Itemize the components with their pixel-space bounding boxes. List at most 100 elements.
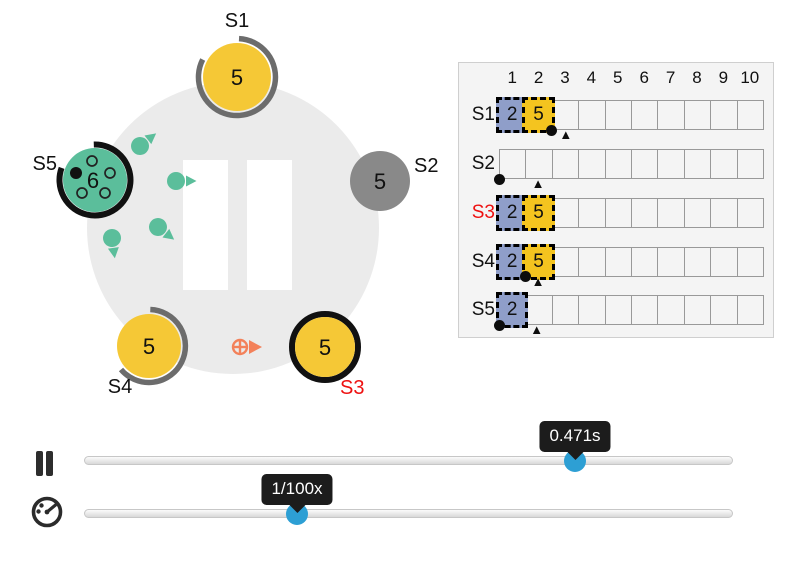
station-s5-value: 6 [87, 168, 99, 193]
grid-slot-cell [631, 295, 659, 325]
queued-dot-outline [76, 187, 88, 199]
queued-dot-outline [99, 187, 111, 199]
station-s1-timer-arc [195, 35, 279, 119]
grid-slot-cell [710, 149, 738, 179]
grid-slot-cell [631, 246, 659, 277]
grid-slot-cell [736, 149, 764, 179]
station-s2-label: S2 [414, 155, 438, 177]
grid-slot-cell [604, 198, 632, 228]
grid-token-dot [493, 319, 505, 331]
token-direction-icon [231, 338, 262, 356]
station-s1-label: S1 [225, 10, 249, 32]
grid-token-dot [493, 173, 505, 185]
grid-column-header: 2 [533, 68, 544, 87]
grid-row-label-s1: S1 [471, 104, 495, 125]
grid-slot-cell [683, 149, 712, 179]
pause-button[interactable] [36, 451, 58, 476]
pause-icon [36, 451, 43, 476]
grid-slot-cell [657, 246, 685, 277]
station-s1-body [203, 43, 271, 111]
grid-slot-cell [736, 295, 764, 325]
token-arrow [249, 340, 262, 354]
moving-particle [131, 133, 157, 155]
token-particles [103, 133, 197, 259]
grid-slot-cell [710, 246, 738, 277]
center-slot-right [247, 160, 292, 290]
station-s5-timer-ring [56, 141, 134, 219]
grid-slot-cell [710, 100, 738, 130]
moving-particle [103, 229, 121, 259]
grid-slot-cell [604, 100, 632, 130]
grid-slot-cell [631, 198, 659, 228]
grid-column-header: 3 [560, 68, 570, 87]
station-s3: 5 S3 [289, 311, 364, 399]
grid-slot-cell [683, 295, 712, 325]
grid-slot-cell [578, 198, 606, 228]
grid-column-header: 6 [639, 68, 649, 87]
grid-slot-cell [525, 295, 553, 325]
grid-column-header: 10 [740, 68, 760, 87]
grid-slot-cell [631, 149, 659, 179]
grid-slot-cell [657, 198, 685, 228]
grid-column-header: 1 [507, 68, 517, 87]
ring-background [87, 82, 379, 374]
grid-position-arrow-icon: ▲ [531, 176, 545, 191]
moving-particle [167, 172, 197, 190]
station-s4-value: 5 [143, 334, 155, 359]
time-slider-track[interactable] [84, 456, 733, 465]
particle-arrow-icon [144, 133, 157, 145]
speed-tooltip: 1/100x [261, 474, 333, 513]
grid-row-label-s5: S5 [471, 299, 495, 320]
grid-token-dot [519, 271, 531, 282]
grid-column-header: 8 [692, 68, 702, 87]
grid-slot-cell [657, 295, 685, 325]
grid-filled-cell: 2 [496, 292, 529, 328]
grid-slot-cell [683, 246, 712, 277]
grid-slot-cell [604, 246, 632, 277]
grid-slot-cell [578, 295, 606, 325]
speedometer-icon [31, 496, 63, 528]
grid-column-header: 9 [718, 68, 729, 87]
grid-position-arrow-icon: ▲ [531, 273, 545, 289]
queued-dot-outline [86, 155, 98, 167]
station-s1: 5 S1 [195, 10, 279, 119]
grid-slot-cell [525, 149, 553, 179]
grid-slot-cell [551, 100, 580, 130]
grid-slot-cell [551, 198, 580, 228]
particle-arrow-icon [107, 247, 119, 259]
grid-slot-cell [710, 295, 738, 325]
grid-token-dot [546, 124, 558, 136]
station-s4-timer-arc [118, 306, 189, 386]
station-s3-timer-ring [289, 311, 361, 383]
moving-particle [149, 218, 175, 240]
grid-slot-cell [631, 100, 659, 130]
grid-position-arrow-icon: ▲ [559, 127, 573, 142]
grid-slot-cell [657, 149, 685, 179]
particle-arrow-icon [186, 175, 197, 187]
time-tooltip: 0.471s [539, 421, 611, 460]
grid-slot-cell [683, 100, 712, 130]
station-s1-value: 5 [231, 65, 243, 90]
grid-position-arrow-icon: ▲ [530, 322, 544, 337]
station-s2-body [350, 151, 410, 211]
grid-slot-cell [578, 100, 606, 130]
station-s5-label: S5 [33, 153, 57, 175]
grid-slot-cell [578, 246, 606, 277]
queued-dot-outline [104, 167, 116, 179]
queued-dot-filled [70, 167, 82, 179]
speed-slider-track[interactable] [84, 509, 733, 518]
grid-slot-cell [604, 295, 632, 325]
grid-slot-cell [736, 100, 764, 130]
ring-diagram: 5 S1 5 S2 5 S3 5 S4 6 S5 [33, 10, 439, 399]
grid-slot-cell [578, 149, 606, 179]
speed-button[interactable] [30, 495, 64, 529]
grid-slot-cell [657, 100, 685, 130]
grid-slot-cell [551, 246, 580, 277]
grid-column-header: 7 [665, 68, 676, 87]
station-s4-body [117, 314, 181, 378]
particle-arrow-icon [162, 228, 175, 240]
grid-slot-cell [683, 198, 712, 228]
station-s5: 6 S5 [33, 141, 134, 219]
